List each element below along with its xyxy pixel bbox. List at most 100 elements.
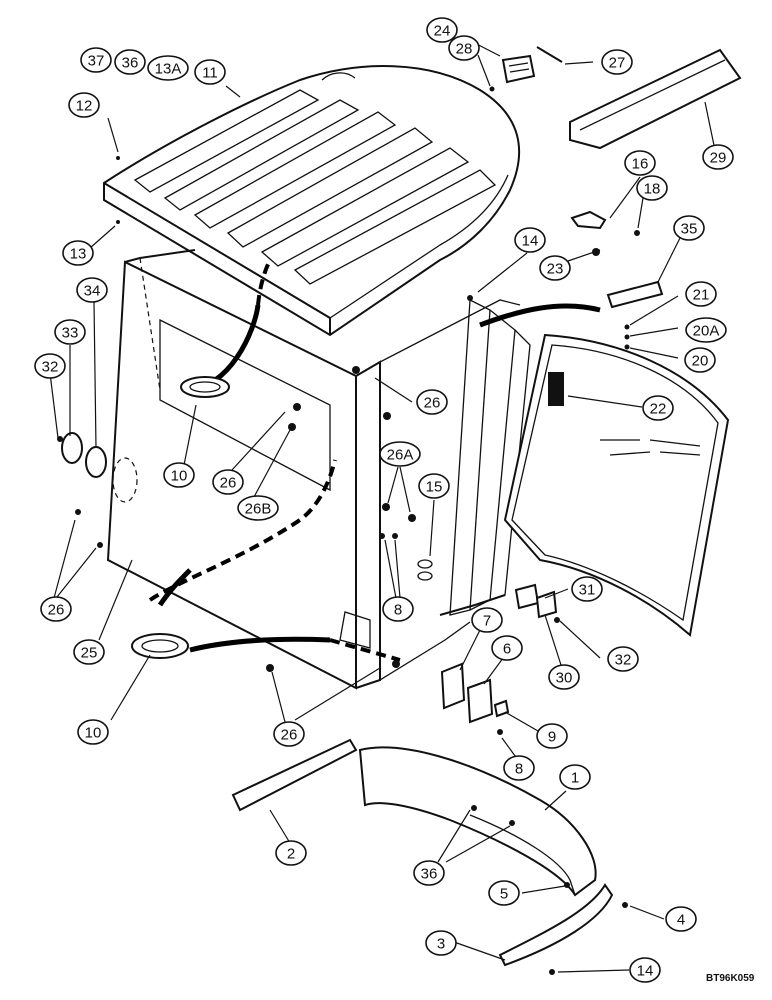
side-trim-strip [231, 738, 358, 812]
callout-14: 14 [514, 227, 546, 253]
callout-1: 1 [559, 764, 591, 790]
callout-22: 22 [642, 395, 674, 421]
callout-label: 36 [421, 866, 438, 883]
callout-3: 3 [425, 930, 457, 956]
windshield-decal [548, 372, 564, 406]
callout-26: 26 [40, 596, 72, 622]
windshield [503, 333, 730, 637]
callout-label: 8 [515, 761, 523, 778]
callout-label: 4 [677, 912, 685, 929]
latch-plate [501, 54, 536, 84]
callout-26b: 26B [237, 495, 279, 521]
callout-8: 8 [382, 596, 414, 622]
switch-assembly [514, 583, 558, 619]
callout-36: 36 [413, 860, 445, 886]
callout-label: 26B [245, 501, 272, 518]
callout-23: 23 [539, 255, 571, 281]
speaker-grille [61, 432, 107, 478]
callout-label: 18 [644, 181, 661, 198]
callout-label: 11 [202, 65, 218, 82]
callout-29: 29 [702, 144, 734, 170]
callout-label: 30 [556, 670, 573, 687]
callout-24: 24 [426, 17, 458, 43]
leader-lines [49, 35, 717, 973]
callout-label: 7 [483, 613, 491, 630]
callout-label: 20 [692, 353, 709, 370]
callout-label: 35 [681, 221, 698, 238]
callout-27: 27 [601, 49, 633, 75]
callout-label: 14 [637, 963, 654, 980]
callout-20: 20 [684, 347, 716, 373]
callout-37: 37 [80, 47, 112, 73]
callout-9: 9 [536, 723, 568, 749]
callout-11: 11 [194, 59, 226, 85]
callout-8: 8 [503, 755, 535, 781]
callout-label: 29 [710, 150, 727, 167]
callout-12: 12 [68, 92, 100, 118]
callout-label: 24 [434, 23, 451, 40]
callout-label: 25 [81, 645, 98, 662]
callout-label: 26 [281, 727, 298, 744]
callout-label: 14 [522, 233, 539, 250]
callout-label: 12 [76, 98, 93, 115]
callout-label: 9 [548, 729, 556, 746]
callout-label: 32 [42, 359, 59, 376]
callout-label: 26 [220, 475, 237, 492]
callout-label: 16 [632, 156, 649, 173]
callout-label: 20A [693, 323, 720, 340]
front-trim-strip [498, 883, 614, 967]
fasteners [57, 86, 640, 975]
callout-32: 32 [607, 646, 639, 672]
callout-13a: 13A [147, 55, 189, 81]
figure-code: BT96K059 [706, 973, 755, 984]
callout-5: 5 [488, 880, 520, 906]
callout-31: 31 [571, 576, 603, 602]
callout-label: 13 [70, 246, 87, 263]
callout-28: 28 [448, 35, 480, 61]
callout-label: 33 [62, 325, 79, 342]
lower-trim-panel [358, 746, 597, 897]
dome-light-lower [131, 633, 189, 659]
callout-18: 18 [636, 175, 668, 201]
callout-36: 36 [114, 49, 146, 75]
callout-7: 7 [471, 607, 503, 633]
callout-label: 1 [571, 770, 579, 787]
latch-striker [536, 46, 563, 63]
callout-35: 35 [673, 215, 705, 241]
decal-labels [440, 280, 664, 724]
callout-13: 13 [62, 240, 94, 266]
callout-label: 6 [503, 641, 511, 658]
callout-label: 21 [693, 287, 710, 304]
callout-14: 14 [629, 957, 661, 983]
callout-label: 10 [171, 468, 188, 485]
sun-visor [569, 48, 742, 150]
callout-10: 10 [163, 462, 195, 488]
callout-label: 28 [456, 41, 473, 58]
callout-34: 34 [76, 277, 108, 303]
callout-10: 10 [77, 719, 109, 745]
callout-26: 26 [416, 389, 448, 415]
callout-label: 2 [287, 846, 295, 863]
callout-4: 4 [665, 906, 697, 932]
callout-26: 26 [212, 469, 244, 495]
visor-bracket [570, 210, 607, 230]
callout-26a: 26A [379, 441, 421, 467]
roof-panel [103, 65, 521, 337]
callout-label: 15 [426, 479, 443, 496]
callout-25: 25 [73, 639, 105, 665]
callout-26: 26 [273, 721, 305, 747]
callout-label: 13A [155, 61, 182, 78]
callout-label: 37 [88, 53, 105, 70]
callout-2: 2 [275, 840, 307, 866]
callout-label: 31 [579, 582, 596, 599]
callout-label: 23 [547, 261, 564, 278]
callout-6: 6 [491, 635, 523, 661]
callout-label: 36 [122, 55, 139, 72]
callout-label: 10 [85, 725, 102, 742]
callout-21: 21 [685, 281, 717, 307]
dome-light-upper [180, 376, 230, 398]
callout-15: 15 [418, 473, 450, 499]
callout-label: 26 [48, 602, 65, 619]
callout-label: 22 [650, 401, 667, 418]
